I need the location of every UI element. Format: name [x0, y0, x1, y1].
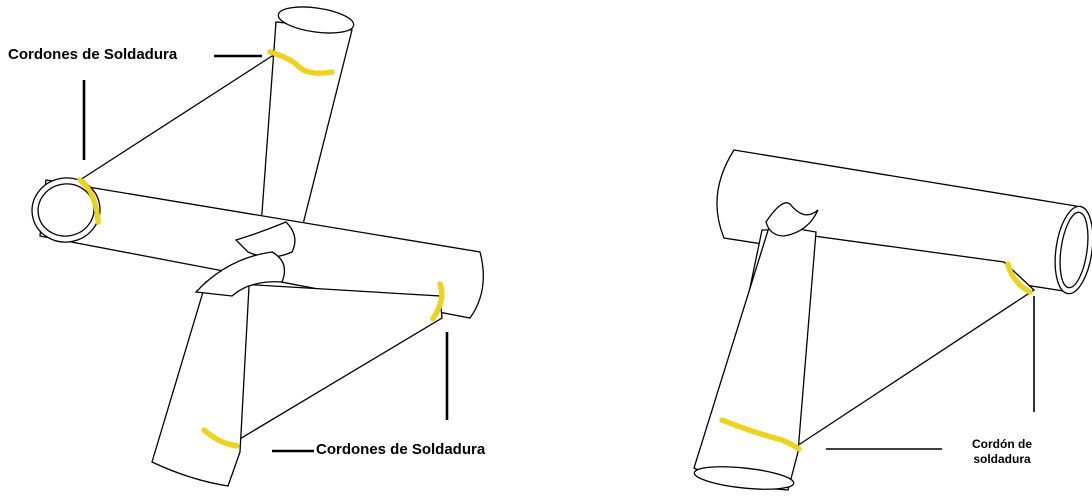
right-tube-assembly — [693, 149, 1092, 491]
weld-left-tube-fill — [77, 177, 101, 225]
left-tube-assembly — [31, 6, 484, 487]
weld-lower-tube-fill — [201, 427, 241, 449]
weld-upper-tube-fill — [267, 49, 335, 76]
left-tube-opening — [31, 177, 101, 243]
right-tube-opening-inner — [1059, 211, 1089, 289]
label-weld-seam-right-line2: soldadura — [973, 452, 1031, 466]
lower-diagonal-tube — [151, 267, 251, 487]
center-joint-lower — [194, 251, 286, 297]
label-weld-seam-right-line1: Cordón de — [972, 437, 1032, 451]
label-weld-seam-right: Cordón de soldadura — [972, 437, 1032, 467]
weld-right-upper-fill — [1005, 261, 1033, 295]
label-weld-seams-top: Cordones de Soldadura — [8, 46, 178, 63]
weld-right-lower-fill — [719, 417, 803, 453]
weld-right-horizontal-fill — [429, 281, 445, 323]
right-joint-notch — [765, 202, 819, 237]
upper-tube-opening — [277, 6, 355, 34]
label-weld-seams-bottom: Cordones de Soldadura — [316, 441, 486, 458]
right-diagonal-tube-opening — [693, 466, 795, 490]
